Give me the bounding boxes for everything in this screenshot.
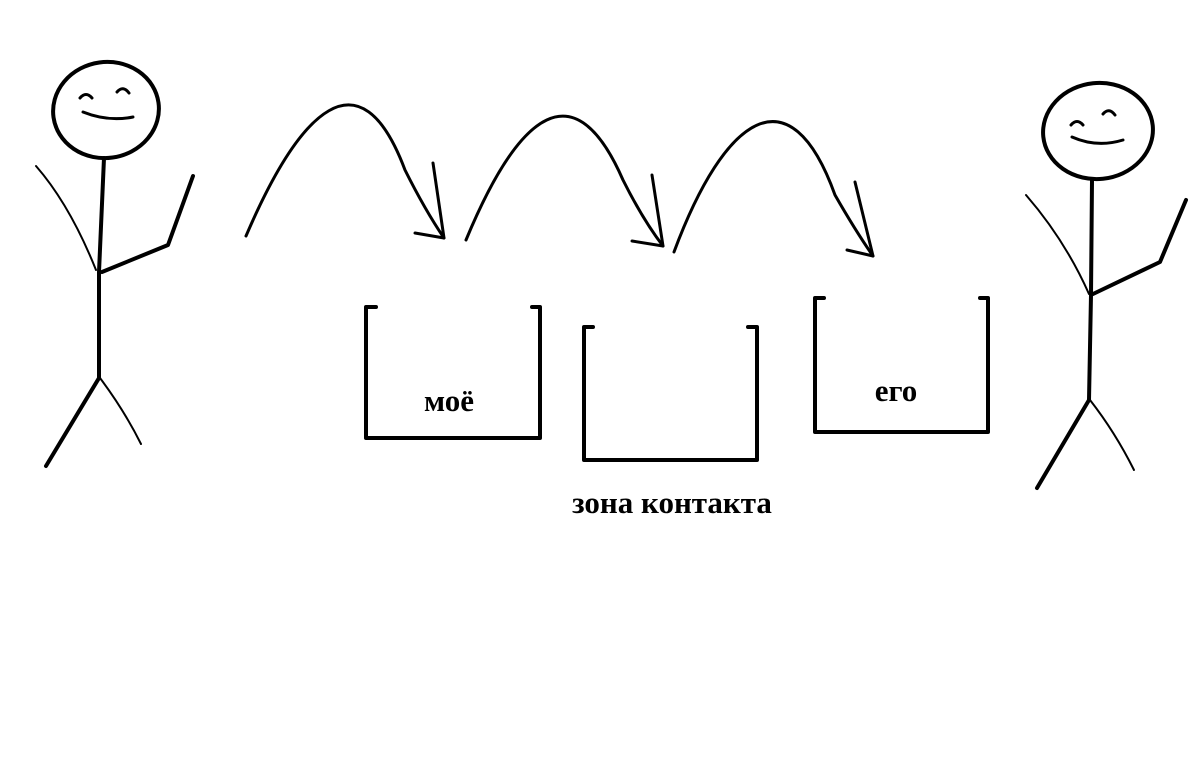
hop-arrow-2 [464,114,665,248]
right-person-left-arm [1025,194,1090,295]
left-person-head [51,59,161,161]
left-person-right-arm [100,174,195,274]
left-person-left-leg [44,376,101,468]
hop-arrow-2-head [630,173,665,248]
box-mine: моё [364,305,542,440]
right-person-right-eye [1101,109,1117,117]
box-mine-outline [364,305,542,440]
left-person-right-eye [115,87,131,95]
hop-arrow-1 [244,103,446,240]
left-person-left-eye [78,93,94,100]
box-mine-label: моё [424,383,474,418]
contact-zone-caption: зона контакта [572,485,772,520]
hop-arrow-1-head [413,161,446,240]
right-person-figure [1025,80,1188,490]
hop-arrow-2-arc [464,114,665,248]
hop-arrow-3-arc [672,120,875,258]
box-his-outline [813,296,990,434]
left-person-body [97,156,106,380]
left-person-smile [81,110,135,121]
right-person-right-leg [1089,399,1135,471]
right-person-left-leg [1035,398,1091,490]
left-person-right-leg [99,377,142,445]
left-person-figure [35,59,195,468]
hop-arrow-3 [672,120,875,258]
right-person-smile [1070,135,1125,145]
box-contact [582,325,759,462]
box-his-label: его [875,373,918,408]
box-contact-outline [582,325,759,462]
hop-arrow-3-head [845,180,875,258]
box-his: его [813,296,990,434]
hop-arrow-1-arc [244,103,446,240]
right-person-left-eye [1069,120,1085,127]
left-person-left-arm [35,165,97,271]
right-person-right-arm [1091,198,1188,296]
right-person-body [1087,178,1094,402]
right-person-head [1041,80,1155,182]
